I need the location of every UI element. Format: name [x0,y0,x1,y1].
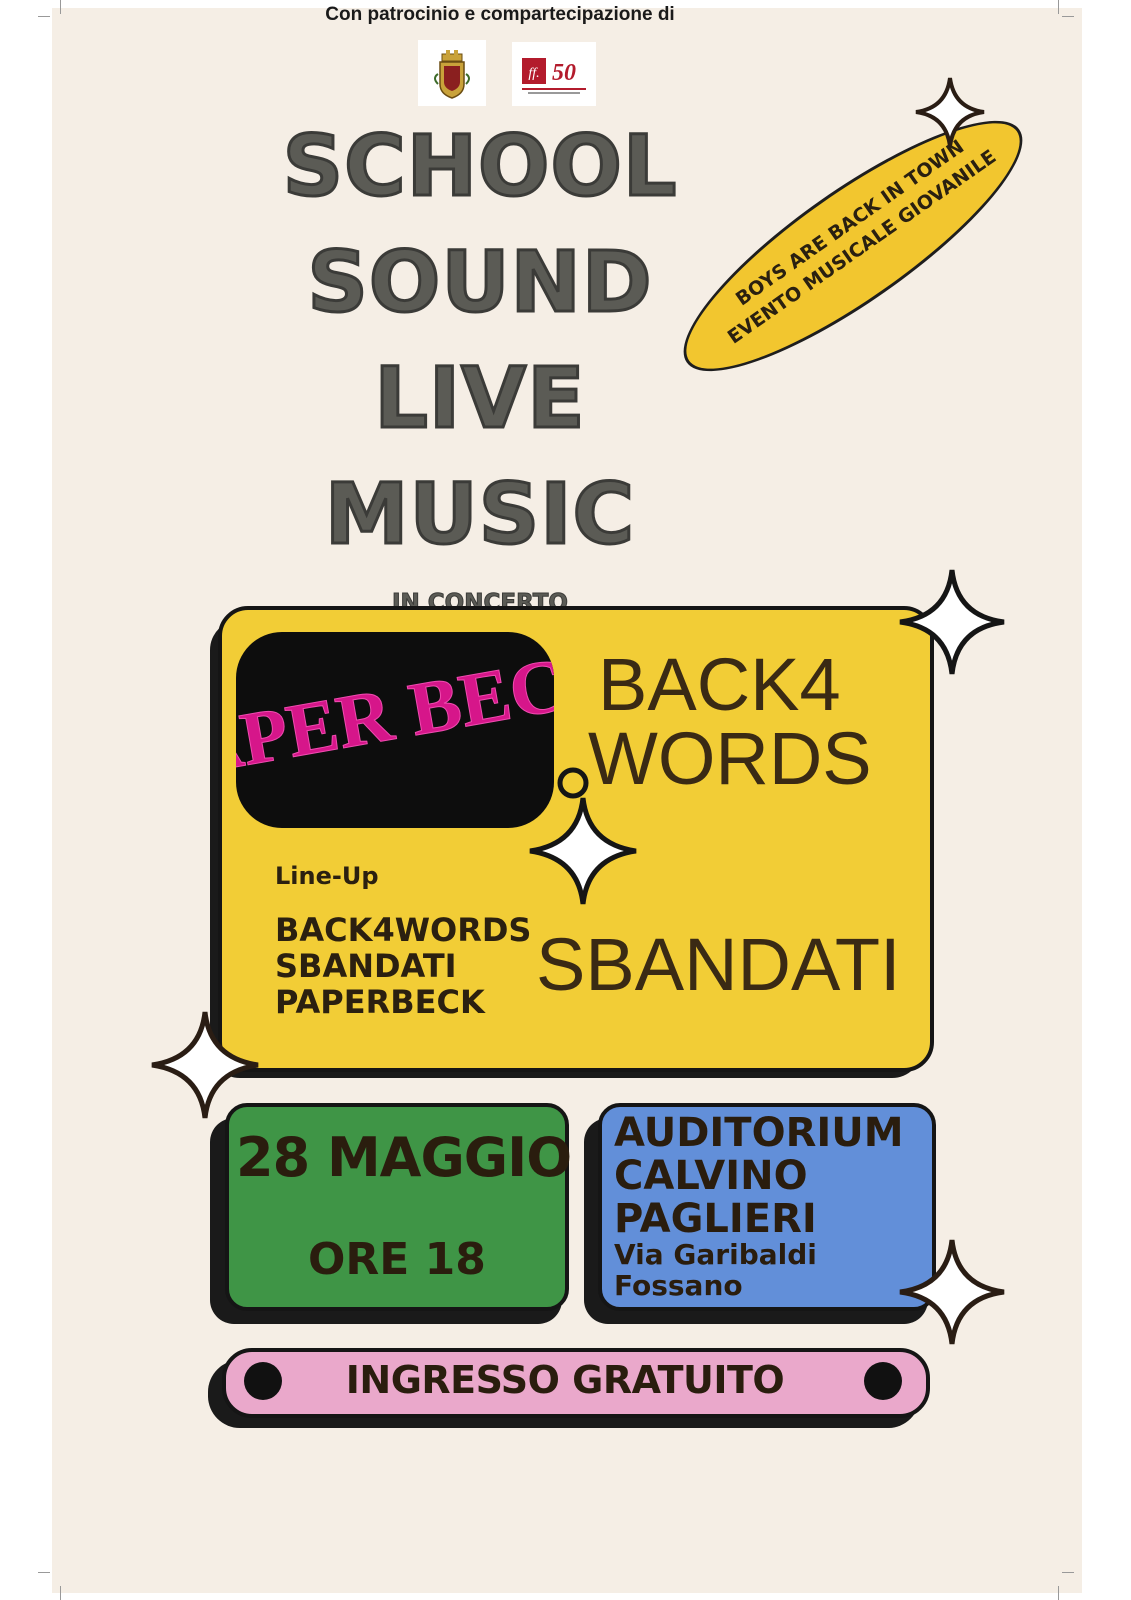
paperbeck-logo: PAPER BECK [236,632,554,828]
crest-logo [418,40,486,106]
svg-text:50: 50 [552,60,576,86]
title-sound: SOUND [306,233,653,331]
entry-bar [222,1348,930,1418]
title-school: SCHOOL [281,117,678,215]
crop-mark [1058,0,1059,14]
dot-icon [244,1362,282,1400]
ring-icon [557,767,589,799]
sponsor-text: Con patrocinio e compartecipazione di [325,4,675,25]
event-time: ORE 18 [308,1234,486,1285]
venue-city: Fossano [614,1269,743,1302]
sparkle-icon [151,1011,259,1119]
venue-line-3: PAGLIERI [614,1196,817,1242]
sparkle-icon [899,1239,1005,1345]
crop-mark [1062,1572,1074,1573]
band-sbandati: SBANDATI [536,923,901,1006]
title-live: LIVE [373,349,586,447]
lineup-item: BACK4WORDS [275,911,532,949]
sparkle-icon [529,797,637,905]
crop-mark [1058,1586,1059,1600]
crop-mark [1062,16,1074,17]
entry-label: INGRESSO GRATUITO [345,1358,785,1402]
crop-mark [60,0,61,14]
crop-mark [38,1572,50,1573]
band-back4words-line2: WORDS [588,717,872,800]
crop-mark [60,1586,61,1600]
venue-street: Via Garibaldi [614,1238,817,1271]
venue-card [598,1103,936,1311]
band-back4words-line1: BACK4 [598,643,841,726]
date-card [225,1103,569,1311]
sparkle-icon [915,77,985,147]
lineup-item: PAPERBECK [275,983,485,1021]
fondazione-fossano-musica-logo: ff. 50 [512,42,596,106]
crop-mark [38,16,50,17]
svg-text:ff.: ff. [528,66,539,81]
paperbeck-logo-word: PAPER BECK [236,632,554,798]
venue-line-2: CALVINO [614,1153,808,1199]
title-music: MUSIC [323,465,636,563]
dot-icon [864,1362,902,1400]
venue-line-1: AUDITORIUM [614,1110,904,1156]
lineup-item: SBANDATI [275,947,457,985]
lineup-label: Line-Up [275,862,379,890]
event-date: 28 MAGGIO [236,1126,572,1189]
sparkle-icon [899,569,1005,675]
